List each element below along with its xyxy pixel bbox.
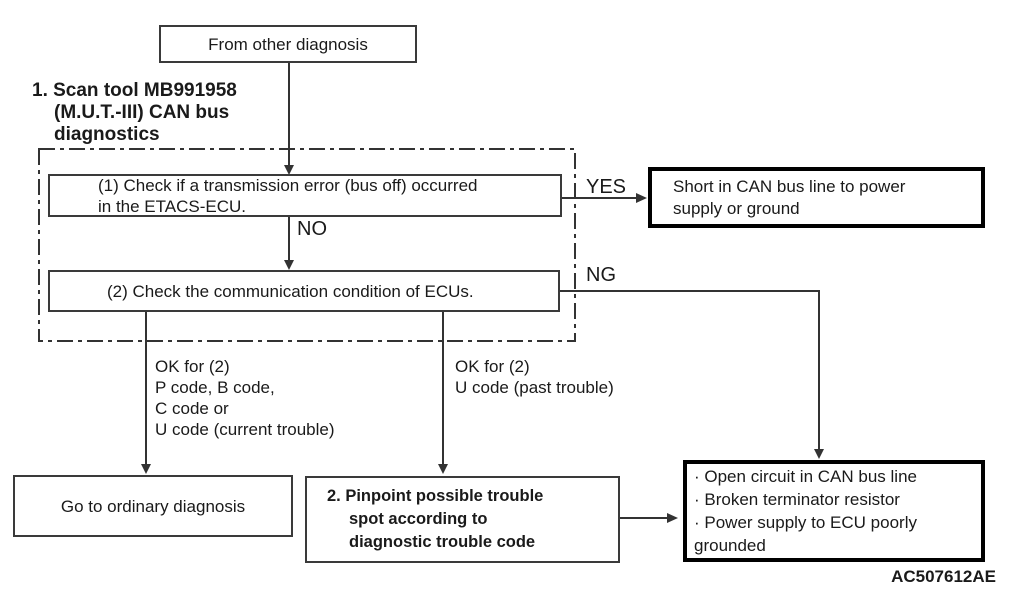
ok-past-trouble-label: OK for (2) U code (past trouble)	[455, 357, 614, 397]
start-node: From other diagnosis	[159, 25, 417, 63]
ng-edge-label: NG	[586, 264, 616, 286]
short-circuit-result-node: Short in CAN bus line to power supply or…	[648, 167, 985, 228]
arrow-check2-to-causes	[560, 290, 824, 459]
arrow-start-to-check1	[284, 63, 294, 175]
figure-code: AC507612AE	[891, 567, 996, 586]
scan-tool-group-border	[38, 148, 576, 342]
arrow-check2-to-ordinary	[141, 312, 151, 474]
arrow-check1-to-check2	[284, 217, 294, 270]
check-transmission-error-node: (1) Check if a transmission error (bus o…	[48, 174, 562, 217]
ok-current-trouble-label: OK for (2) P code, B code, C code or U c…	[155, 357, 335, 439]
yes-edge-label: YES	[586, 176, 627, 198]
possible-causes-node: · Open circuit in CAN bus line · Broken …	[683, 460, 985, 562]
pinpoint-trouble-spot-node: 2. Pinpoint possible trouble spot accord…	[305, 476, 620, 563]
arrow-check1-to-short-result	[562, 193, 647, 203]
arrow-check2-to-pinpoint	[438, 312, 448, 474]
ordinary-diagnosis-node: Go to ordinary diagnosis	[13, 475, 293, 537]
check-communication-node: (2) Check the communication condition of…	[48, 270, 560, 312]
no-edge-label: NO	[297, 218, 327, 240]
section-1-label: 1. Scan tool MB991958 (M.U.T.-III) CAN b…	[32, 80, 237, 145]
arrow-pinpoint-to-causes	[620, 513, 678, 523]
